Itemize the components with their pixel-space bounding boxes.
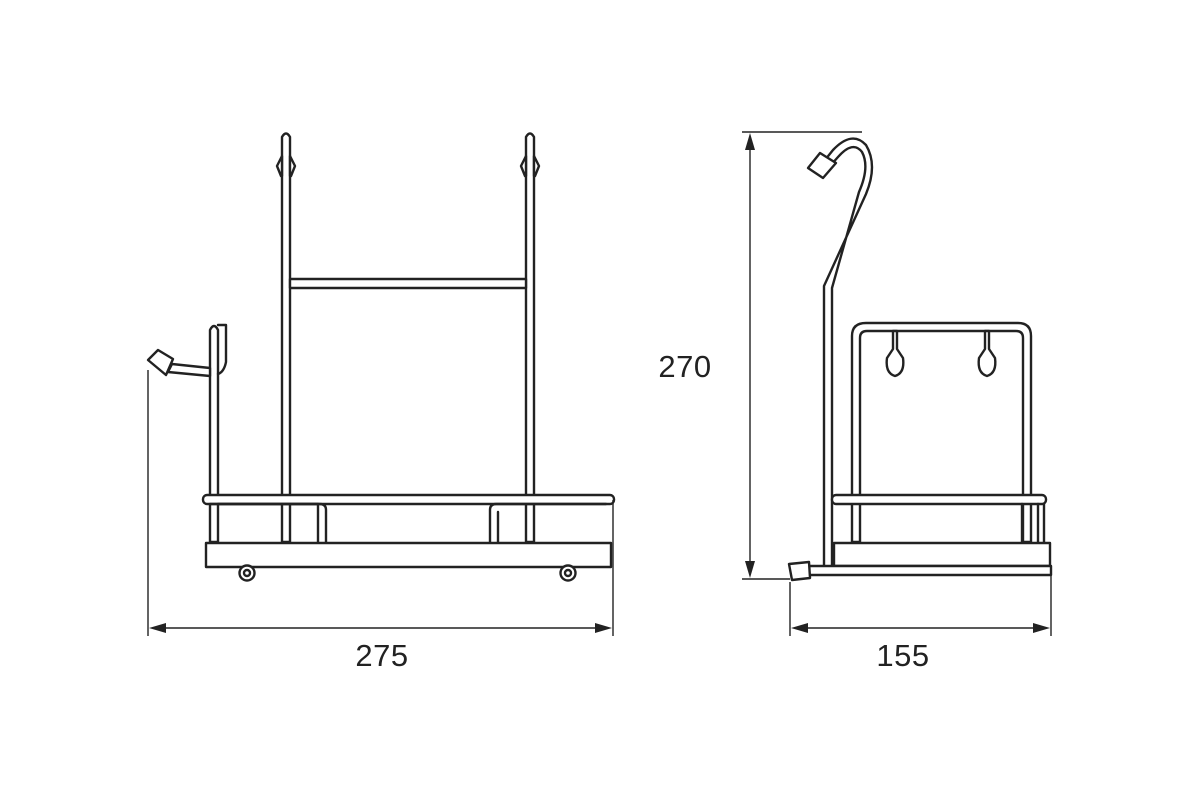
rail-left-loop-inner xyxy=(216,502,320,544)
side-left-hook xyxy=(885,329,905,378)
side-back-frame xyxy=(850,321,1033,544)
width-dimension: 275 xyxy=(147,370,614,673)
height-dimension: 270 xyxy=(658,131,862,580)
left-upper-hook xyxy=(275,154,284,178)
base-tray xyxy=(204,541,613,569)
right-foot-center xyxy=(563,568,573,578)
depth-dimension-label: 155 xyxy=(876,638,929,673)
height-dimension-label: 270 xyxy=(658,349,711,384)
width-arrow-left xyxy=(149,623,166,633)
width-arrow-right xyxy=(595,623,612,633)
short-upright-clip xyxy=(216,323,228,376)
right-upper-hook xyxy=(519,154,528,178)
side-right-hook xyxy=(977,329,997,378)
height-arrow-top xyxy=(745,133,755,150)
front-rail xyxy=(201,493,616,506)
depth-arrow-right xyxy=(1033,623,1050,633)
left-upper-hook-right xyxy=(288,154,297,178)
side-handle-tip xyxy=(806,151,838,180)
height-arrow-bottom xyxy=(745,561,755,578)
short-upright xyxy=(208,324,220,544)
front-view xyxy=(146,132,616,582)
width-dimension-label: 275 xyxy=(355,638,408,673)
side-rail xyxy=(830,493,1048,506)
left-foot-center xyxy=(242,568,252,578)
rail-right-loop xyxy=(488,502,608,544)
rail-left-loop xyxy=(208,502,328,544)
depth-dimension: 155 xyxy=(789,576,1052,673)
left-upright xyxy=(280,132,292,544)
side-arm-tip xyxy=(146,348,175,377)
side-base-foot-bar xyxy=(806,564,1053,577)
side-base-tray xyxy=(832,541,1052,568)
right-upright xyxy=(524,132,536,544)
side-foot-cap xyxy=(787,560,812,582)
side-arm xyxy=(166,362,212,378)
right-upper-hook-right xyxy=(532,154,541,178)
side-view xyxy=(787,137,1053,582)
crossbar xyxy=(288,277,528,290)
depth-arrow-left xyxy=(791,623,808,633)
